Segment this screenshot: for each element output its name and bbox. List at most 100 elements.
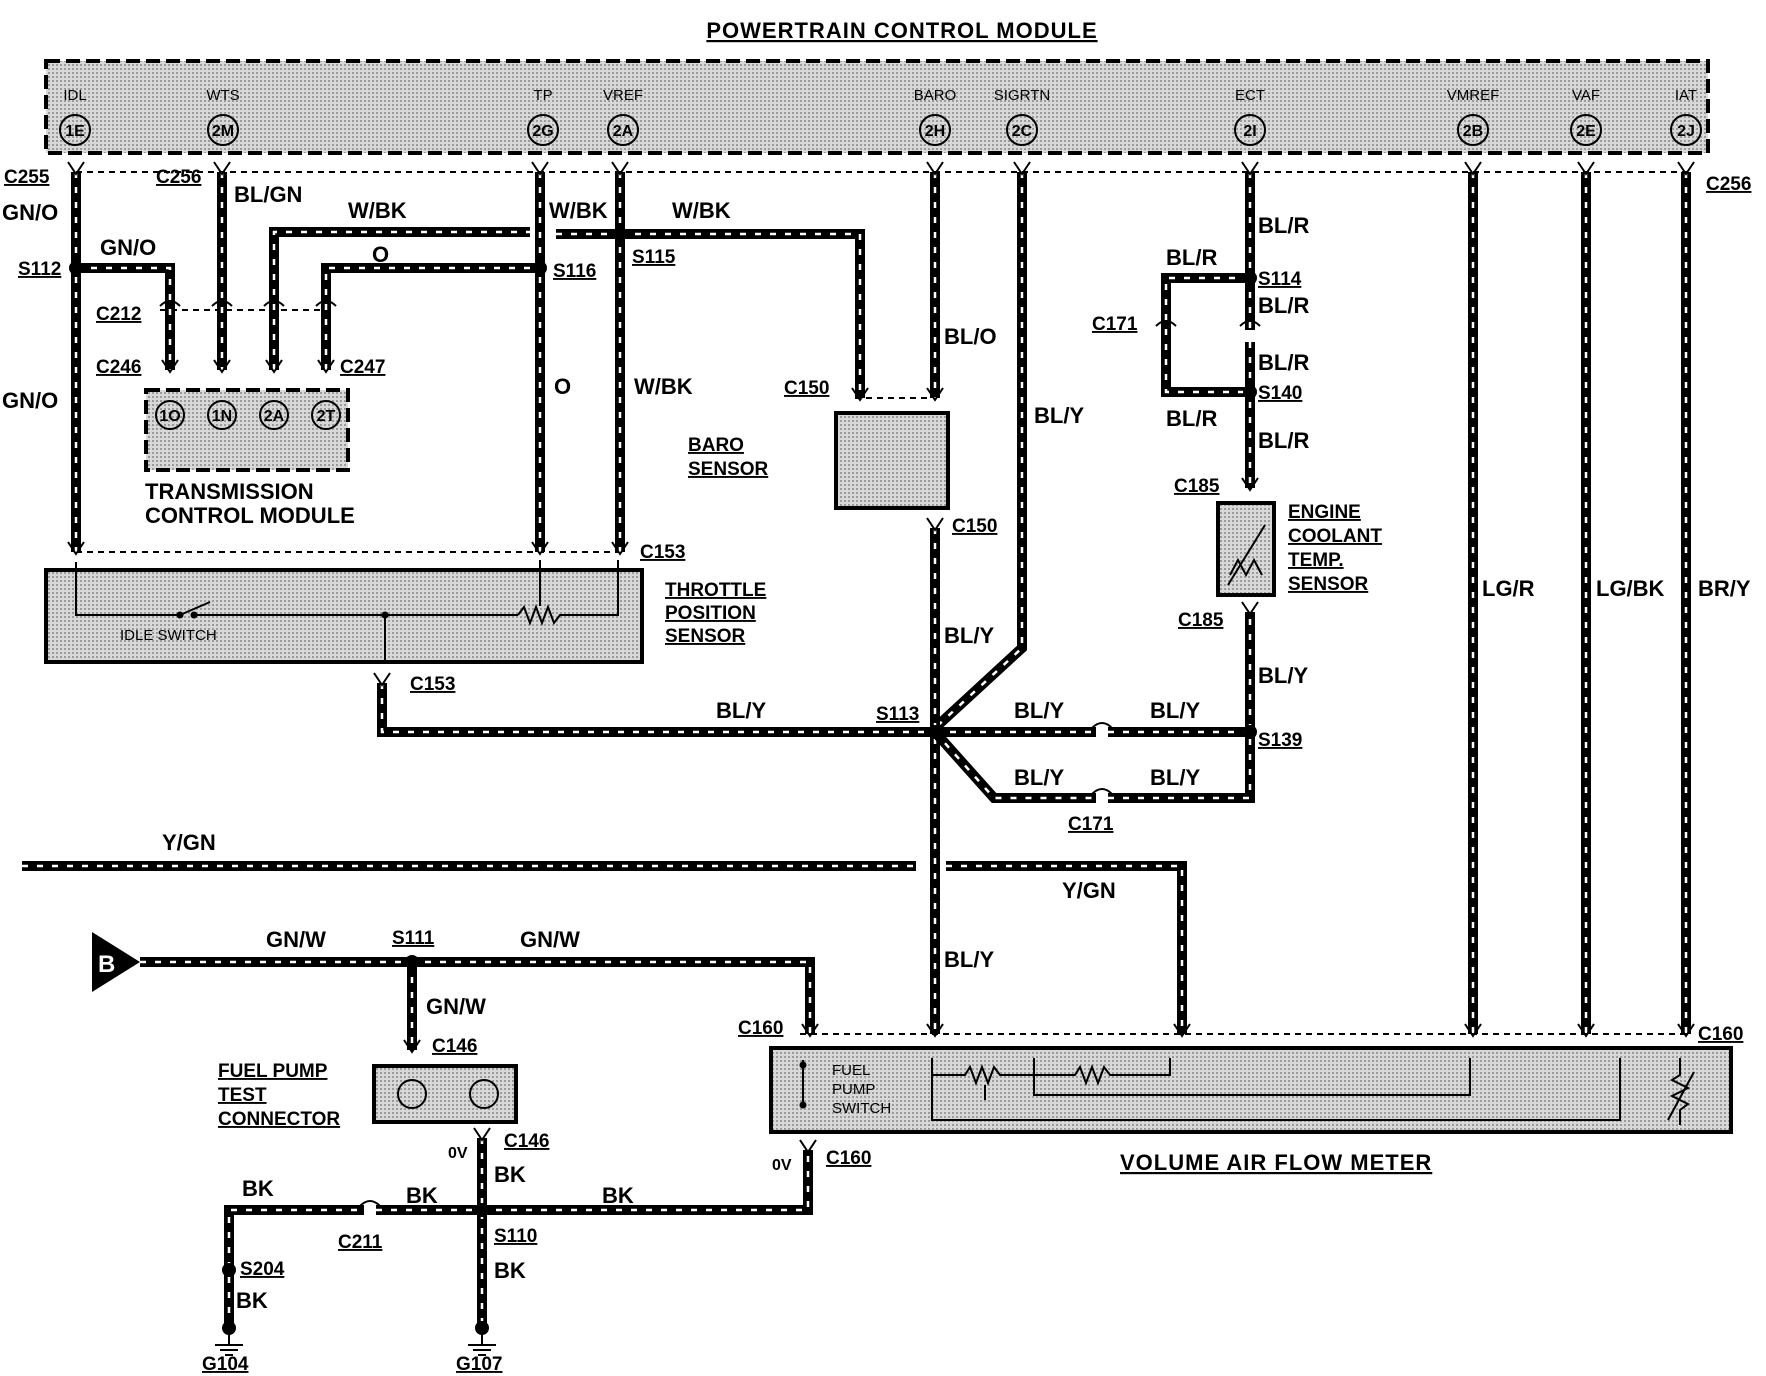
pcm-pin-circle-2g bbox=[527, 114, 559, 146]
connector-mark-17 bbox=[317, 359, 335, 374]
connector-mark-25 bbox=[1173, 1023, 1191, 1038]
connector-mark-0 bbox=[67, 161, 85, 176]
wire-label-bk-6: BK bbox=[236, 1288, 268, 1313]
connector-mark-7 bbox=[1464, 161, 1482, 176]
s113-label: S113 bbox=[876, 704, 919, 725]
fptc-label-line1: FUEL PUMP bbox=[218, 1061, 328, 1082]
g104-label: G104 bbox=[202, 1354, 249, 1375]
s112-label: S112 bbox=[18, 259, 61, 280]
tcm-pin-1o: 1O bbox=[159, 408, 180, 425]
tps-internal-idl bbox=[75, 562, 180, 616]
c185-label-bottom: C185 bbox=[1178, 610, 1224, 631]
connector-mark-12 bbox=[611, 541, 629, 556]
inline-connector-8 bbox=[359, 1200, 381, 1207]
ect-label-line3: TEMP. bbox=[1288, 550, 1344, 571]
wire-label-gn-o-3: GN/O bbox=[100, 235, 156, 260]
pcm-pin-circle-2c bbox=[1006, 114, 1038, 146]
tcm-pin-2t: 2T bbox=[317, 408, 336, 425]
wire-label-bl-r-1: BL/R bbox=[1258, 213, 1309, 238]
wire-label-bl-r-2: BL/R bbox=[1166, 245, 1217, 270]
c247-label: C247 bbox=[340, 357, 385, 378]
wire-label-lg-bk: LG/BK bbox=[1596, 576, 1665, 601]
splice-dot-8 bbox=[475, 1203, 489, 1217]
wire-label-bl-r-3: BL/R bbox=[1258, 293, 1309, 318]
wire-label-bl-o: BL/O bbox=[944, 324, 997, 349]
connector-mark-9 bbox=[1677, 161, 1695, 176]
splice-dot-2 bbox=[613, 227, 627, 241]
wire-w-bk-baro-stripe bbox=[620, 232, 862, 398]
voltage-c146: 0V bbox=[448, 1145, 468, 1162]
c160-label-left: C160 bbox=[738, 1018, 783, 1039]
fptc-label-line3: CONNECTOR bbox=[218, 1109, 340, 1130]
wire-label-bl-y-5: BL/Y bbox=[1150, 698, 1200, 723]
tcm-title-line2: CONTROL MODULE bbox=[145, 503, 355, 528]
splice-dot-1 bbox=[533, 261, 547, 275]
tcm-title-line1: TRANSMISSION bbox=[145, 479, 314, 504]
c256-label-left: C256 bbox=[156, 167, 201, 188]
pcm-pin-name-vaf: VAF bbox=[1572, 87, 1600, 104]
pcm-pin-name-iat: IAT bbox=[1675, 87, 1697, 104]
splice-dot-4 bbox=[1243, 385, 1257, 399]
connector-mark-26 bbox=[1464, 1023, 1482, 1038]
wire-label-bk-1: BK bbox=[242, 1176, 274, 1201]
tcm-pin-1n: 1N bbox=[212, 408, 232, 425]
splice-dot-3 bbox=[1243, 271, 1257, 285]
inline-connector-0 bbox=[159, 300, 181, 307]
fptc-label-line2: TEST bbox=[218, 1085, 267, 1106]
c160-label-bottom: C160 bbox=[826, 1148, 871, 1169]
vaf-switch-line1: FUEL bbox=[832, 1062, 870, 1079]
pcm-pin-2h: 2H bbox=[925, 123, 945, 140]
wire-label-bk-2: BK bbox=[406, 1183, 438, 1208]
wire-bl-y-ect3 bbox=[931, 728, 1096, 803]
connector-mark-18 bbox=[851, 387, 869, 402]
wire-gn-w-main bbox=[140, 957, 815, 1034]
inline-connector-1 bbox=[211, 300, 233, 307]
wire-label-w-bk-2: W/BK bbox=[549, 198, 608, 223]
pcm-pin-2a: 2A bbox=[613, 123, 634, 140]
s139-label: S139 bbox=[1258, 730, 1302, 751]
wire-label-bl-y-6: BL/Y bbox=[1014, 765, 1064, 790]
vaf-internal-outer bbox=[931, 1058, 1621, 1121]
pcm-box bbox=[44, 59, 1710, 155]
vaf-title: VOLUME AIR FLOW METER bbox=[1120, 1150, 1432, 1175]
pcm-pin-name-vmref: VMREF bbox=[1447, 87, 1500, 104]
connector-mark-19 bbox=[926, 387, 944, 402]
wire-bk-main-stripe bbox=[376, 1150, 810, 1212]
idle-switch-pivot bbox=[176, 611, 184, 619]
wire-w-bk-tcm-stripe bbox=[272, 230, 530, 370]
connector-mark-16 bbox=[265, 359, 283, 374]
connector-mark-23 bbox=[801, 1023, 819, 1038]
wire-label-bl-y-3: BL/Y bbox=[716, 698, 766, 723]
wire-label-bl-y-9: BL/Y bbox=[944, 947, 994, 972]
wire-label-bl-y-1: BL/Y bbox=[1034, 403, 1084, 428]
s116-label: S116 bbox=[553, 261, 596, 282]
splice-dot-6 bbox=[1243, 725, 1257, 739]
pcm-pin-circle-2m bbox=[207, 114, 239, 146]
c153-label-top: C153 bbox=[640, 542, 685, 563]
connector-mark-27 bbox=[1577, 1023, 1595, 1038]
idle-switch-contact bbox=[179, 601, 211, 616]
pcm-pin-circle-2j bbox=[1670, 114, 1702, 146]
ect-label-line1: ENGINE bbox=[1288, 502, 1361, 523]
wire-label-br-y: BR/Y bbox=[1698, 576, 1751, 601]
pcm-pin-2b: 2B bbox=[1463, 123, 1483, 140]
pcm-pin-name-wts: WTS bbox=[206, 87, 239, 104]
wire-w-bk-tcm bbox=[269, 227, 530, 370]
wire-o-tcm bbox=[321, 263, 540, 370]
connector-mark-29 bbox=[403, 1039, 421, 1054]
pcm-title: POWERTRAIN CONTROL MODULE bbox=[706, 18, 1097, 43]
voltage-c160: 0V bbox=[772, 1157, 792, 1174]
tcm-pin-circle-1n bbox=[207, 400, 237, 430]
connector-mark-3 bbox=[611, 161, 629, 176]
connector-mark-14 bbox=[161, 359, 179, 374]
s115-label: S115 bbox=[632, 247, 676, 268]
wire-label-gn-w-2: GN/W bbox=[520, 927, 580, 952]
pcm-pin-circle-2a bbox=[607, 114, 639, 146]
vaf-switch-line3: SWITCH bbox=[832, 1100, 891, 1117]
pcm-pin-2m: 2M bbox=[212, 123, 234, 140]
test-connector-pin-2 bbox=[469, 1079, 499, 1109]
wire-label-bl-gn: BL/GN bbox=[234, 182, 302, 207]
wire-label-y-gn-1: Y/GN bbox=[162, 830, 216, 855]
c146-label-top: C146 bbox=[432, 1036, 477, 1057]
pcm-pin-2j: 2J bbox=[1677, 123, 1695, 140]
